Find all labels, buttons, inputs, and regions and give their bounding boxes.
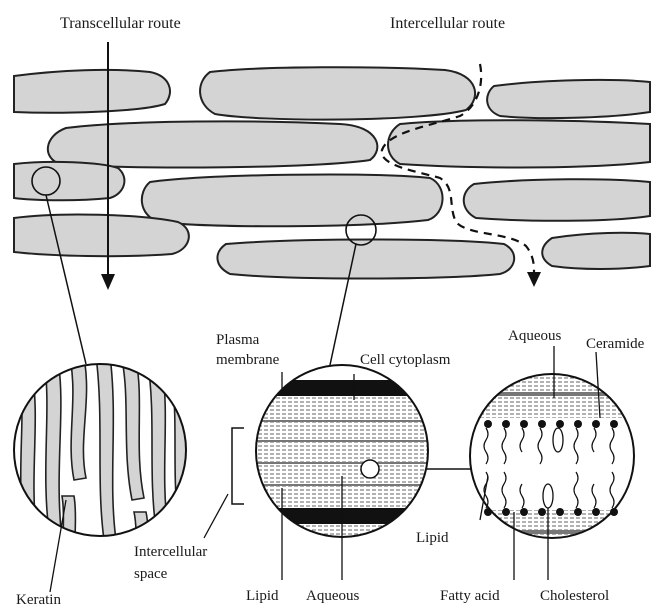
label-cholesterol: Cholesterol [540, 588, 609, 604]
corneocyte [142, 175, 443, 227]
label-aqueous-top: Aqueous [508, 328, 561, 344]
corneocyte [14, 215, 189, 257]
corneocyte [217, 240, 514, 279]
transcellular-route-title: Transcellular route [60, 15, 181, 32]
label-intercellular: Intercellular [134, 544, 207, 560]
keratin-magnification [14, 356, 190, 560]
corneocyte-layer [14, 67, 650, 278]
zoom-spot [361, 460, 379, 478]
label-plasma: Plasma [216, 332, 260, 348]
label-cell-cytoplasm: Cell cytoplasm [360, 352, 451, 368]
membrane-magnification [250, 365, 440, 544]
label-keratin: Keratin [16, 592, 61, 608]
label-membrane: membrane [216, 352, 280, 368]
intercellular-space-bracket [232, 428, 244, 504]
corneocyte [14, 70, 170, 113]
label-lipid-right: Lipid [416, 530, 449, 546]
cholesterol-molecule [553, 428, 563, 452]
corneocyte [542, 233, 650, 269]
label-fatty-acid: Fatty acid [440, 588, 500, 604]
corneocyte [487, 80, 650, 118]
corneocyte [388, 120, 650, 167]
intercellular-route-title: Intercellular route [390, 15, 505, 32]
corneocyte [464, 179, 650, 221]
lipid-bilayer-magnification [460, 372, 650, 558]
label-aqueous-bottom: Aqueous [306, 588, 359, 604]
corneocyte [48, 121, 377, 167]
label-ceramide: Ceramide [586, 336, 645, 352]
cholesterol-molecule [543, 484, 553, 508]
corneocyte [200, 67, 475, 119]
label-lipid-bottom: Lipid [246, 588, 279, 604]
label-space: space [134, 566, 168, 582]
